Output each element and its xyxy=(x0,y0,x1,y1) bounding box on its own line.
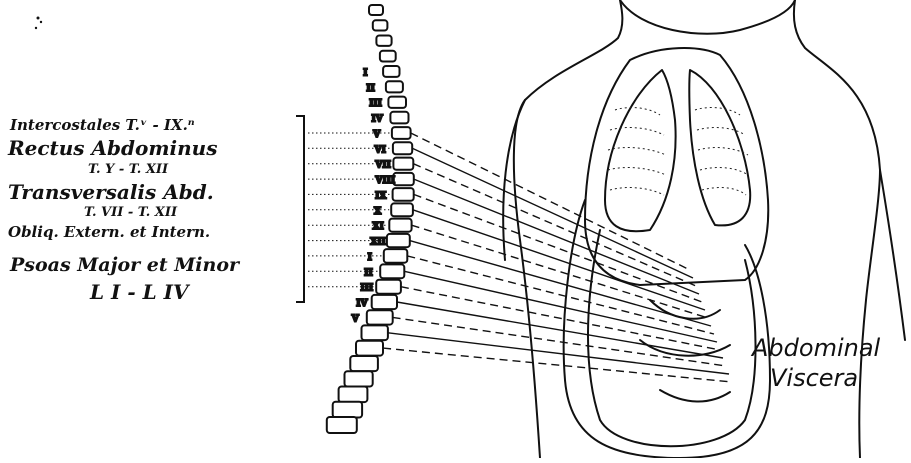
vertebra xyxy=(393,173,414,185)
vertebra xyxy=(393,158,413,170)
label-transversalis-range: T. VII - T. XII xyxy=(84,206,177,219)
vertebra-numeral: I xyxy=(368,253,372,263)
vertebra xyxy=(380,264,404,278)
nerve-line xyxy=(407,256,714,334)
neck-outline xyxy=(620,0,795,34)
vertebra-numeral: IV xyxy=(356,299,368,309)
vertebra xyxy=(372,295,397,309)
vertebra xyxy=(389,219,411,232)
label-viscera: Viscera xyxy=(770,366,858,390)
vertebra-numeral: IV xyxy=(372,115,384,125)
vertebra xyxy=(356,341,383,356)
vertebra xyxy=(376,36,391,46)
organ-hint-3 xyxy=(660,390,730,402)
nerve-line xyxy=(397,302,723,358)
vertebra-numeral: VIII xyxy=(375,176,396,186)
vertebra xyxy=(350,356,378,371)
vertebra xyxy=(345,371,373,386)
nerve-line xyxy=(414,179,699,294)
label-intercostales: Intercostales T.ᵛ - IX.ⁿ xyxy=(10,118,195,133)
left-lung xyxy=(605,70,676,231)
vertebra xyxy=(391,203,413,216)
vertebra xyxy=(386,81,403,92)
vertebra xyxy=(339,387,368,403)
vertebra-numeral: III xyxy=(361,284,374,294)
vertebra xyxy=(384,249,408,263)
speck-mark xyxy=(35,17,42,30)
nerve-line xyxy=(412,148,693,278)
label-rectus: Rectus Abdominus xyxy=(8,138,217,158)
nerve-line xyxy=(412,225,708,318)
abdominal-inner xyxy=(588,230,756,446)
vertebra xyxy=(333,402,362,418)
label-abdominal: Abdominal xyxy=(752,336,880,360)
vertebra-numeral: II xyxy=(366,84,374,94)
vertebra-numeral: IX xyxy=(375,191,386,201)
label-psoas-range: L I - L IV xyxy=(90,282,189,302)
vertebra-numeral: II xyxy=(364,268,372,278)
abdominal-sac xyxy=(564,200,770,458)
vertebra xyxy=(387,234,410,247)
vertebra-numeral: XII xyxy=(370,238,385,248)
vertebra xyxy=(388,97,406,108)
vertebra-numeral: III xyxy=(369,99,382,109)
vertebra-numeral: VI xyxy=(374,145,386,155)
vertebra xyxy=(380,51,396,62)
torso-outline xyxy=(514,0,623,458)
vertebra xyxy=(362,325,388,340)
label-rectus-range: T. Y - T. XII xyxy=(88,163,168,176)
vertebra-numeral: X xyxy=(374,207,381,217)
vertebra-numeral: VII xyxy=(374,161,390,171)
vertebra-numeral: V xyxy=(372,130,381,140)
nerve-line xyxy=(411,133,690,270)
vertebra xyxy=(392,127,411,139)
vertebra-numeral: I xyxy=(363,69,367,79)
vertebra xyxy=(383,66,399,77)
right-arm-outline xyxy=(880,170,905,340)
vertebra xyxy=(373,20,388,30)
vertebra xyxy=(390,112,408,124)
vertebra xyxy=(369,5,383,15)
label-bracket xyxy=(296,116,304,302)
vertebra xyxy=(376,280,401,294)
ribcage-outline xyxy=(585,48,768,285)
nerve-line xyxy=(414,194,702,302)
vertebra xyxy=(393,142,412,154)
label-obliq: Obliq. Extern. et Intern. xyxy=(8,225,210,240)
nerve-lines xyxy=(383,133,732,382)
label-transversalis: Transversalis Abd. xyxy=(8,182,214,202)
vertebra-numeral: XI xyxy=(373,222,384,232)
label-psoas: Psoas Major et Minor xyxy=(10,256,239,275)
vertebra xyxy=(393,188,414,201)
vertebra-numeral: V xyxy=(351,314,360,324)
vertebra xyxy=(367,310,393,324)
vertebra xyxy=(327,417,357,433)
